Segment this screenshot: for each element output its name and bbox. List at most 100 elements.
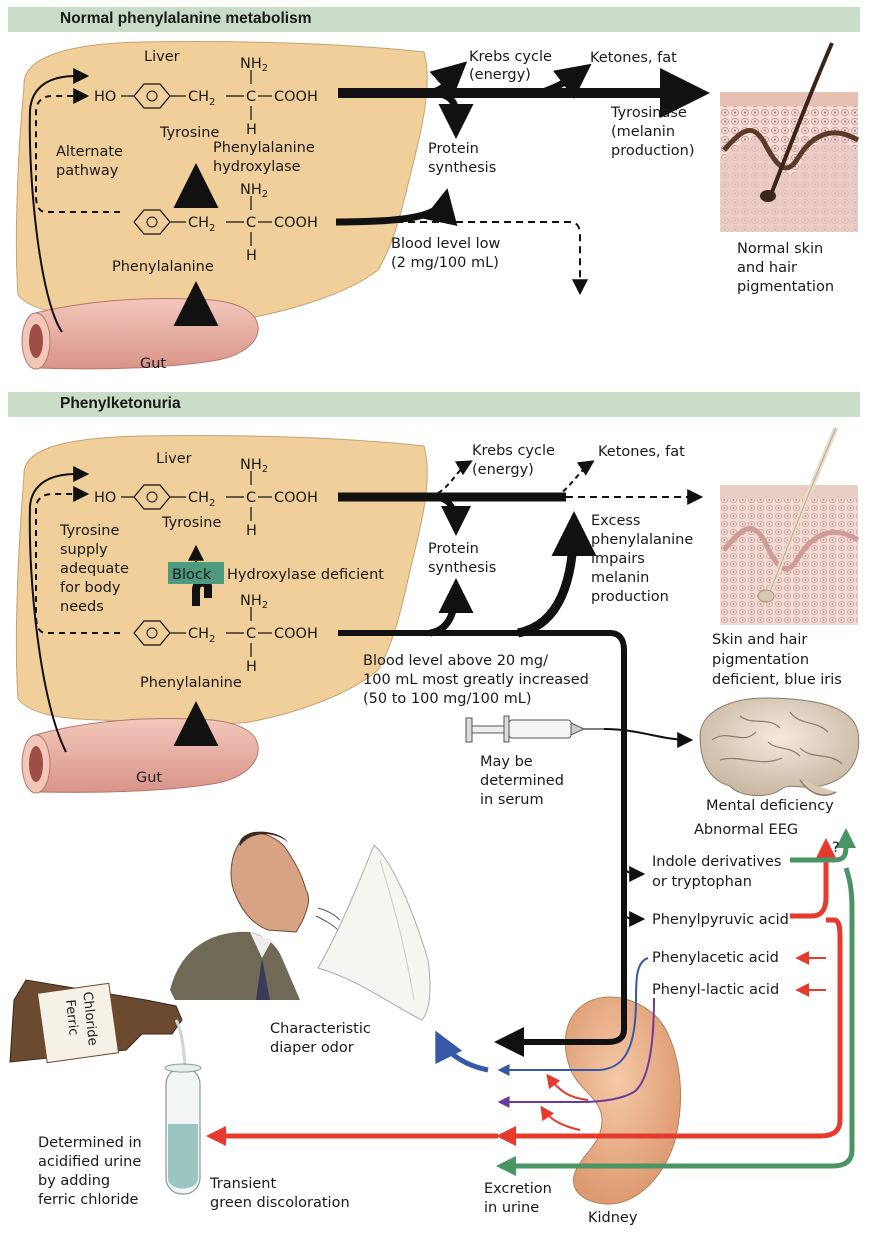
question-label: ? [832, 840, 840, 856]
ketones-label: Ketones, fat [598, 444, 685, 460]
ketones-label: Ketones, fat [590, 50, 677, 66]
ch2-label: CH2 [188, 490, 215, 509]
nh2-label: NH2 [240, 593, 268, 611]
c-label: C [246, 89, 256, 105]
skin-label-1: Skin and hair [712, 632, 807, 648]
syringe-illustration [465, 715, 605, 743]
diaper-label-1: Characteristic [270, 1021, 371, 1037]
ch2-label: CH2 [188, 626, 215, 645]
tyrosine-supply-4: for body [60, 580, 121, 596]
blood-label-2: 100 mL most greatly increased [363, 672, 589, 688]
tyrosinase-label-3: production) [611, 143, 695, 159]
serum-label-3: in serum [480, 792, 544, 808]
tyrosine-label: Tyrosine [161, 515, 221, 531]
brain-illustration [699, 697, 860, 796]
blood-label-2: (2 mg/100 mL) [391, 255, 499, 271]
ho-label: HO [94, 89, 116, 105]
protein-label-1: Protein [428, 541, 479, 557]
phenylacetic-label: Phenylacetic acid [652, 950, 779, 966]
phenylalanine-label: Phenylalanine [112, 259, 214, 275]
tyrosine-supply-2: supply [60, 542, 108, 558]
blood-label-3: (50 to 100 mg/100 mL) [363, 691, 532, 707]
ferric-label-1: Ferric [62, 999, 81, 1036]
cooh-label: COOH [274, 89, 318, 105]
cooh-label: COOH [274, 215, 318, 231]
tyrosine-supply-3: adequate [60, 561, 129, 577]
normal-chemistry: HO CH2 C COOH NH2 H CH2 C COOH NH2 H [94, 56, 318, 264]
normal-section-header: Normal phenylalanine metabolism [8, 7, 860, 32]
liver-label: Liver [156, 451, 192, 467]
liver-top [15, 40, 428, 321]
determined-urine-2: acidified urine [38, 1154, 141, 1170]
skin-label-2: and hair [737, 260, 797, 276]
tyrosinase-label-2: (melanin [611, 124, 675, 140]
protein-label-2: synthesis [428, 160, 496, 176]
diaper-label-2: diaper odor [270, 1040, 354, 1056]
nh2-label: NH2 [240, 182, 268, 200]
excess-label-2: phenylalanine [591, 532, 693, 548]
pku-black-arrows [28, 460, 704, 1057]
h-label: H [246, 248, 257, 264]
cooh-label: COOH [274, 490, 318, 506]
excretion-label-1: Excretion [484, 1181, 552, 1197]
liver-label: Liver [144, 49, 180, 65]
serum-label-1: May be [480, 754, 533, 770]
determined-urine-1: Determined in [38, 1135, 142, 1151]
skin-label-2: pigmentation [712, 652, 809, 668]
ferric-label-2: Chloride [79, 991, 100, 1046]
pku-section-header: Phenylketonuria [8, 392, 860, 417]
ch2-label: CH2 [188, 89, 215, 108]
excretion-label-2: in urine [484, 1200, 539, 1216]
blood-label-1: Blood level above 20 mg/ [363, 653, 548, 669]
enzyme-label-1: Phenylalanine [213, 140, 315, 156]
normal-labels: Liver Tyrosine Phenylalanine hydroxylase… [56, 49, 834, 372]
pku-labels: Liver Tyrosine Hydroxylase deficient Tyr… [38, 443, 842, 1226]
pku-skin-illustration [720, 427, 860, 625]
tyrosine-label: Tyrosine [159, 125, 219, 141]
protein-label-2: synthesis [428, 560, 496, 576]
diaper-illustration [317, 844, 431, 1021]
krebs-label-2: (energy) [472, 462, 534, 478]
urine-pathway-arrows [206, 828, 856, 1176]
ch2-label: CH2 [188, 215, 215, 234]
c-label: C [246, 626, 256, 642]
man-illustration [170, 831, 341, 1000]
krebs-label-2: (energy) [469, 67, 531, 83]
determined-urine-4: ferric chloride [38, 1192, 139, 1208]
mental-label: Mental deficiency [706, 798, 834, 814]
blood-label-1: Blood level low [391, 236, 501, 252]
excess-label-3: impairs [591, 551, 645, 567]
h-label: H [246, 523, 257, 539]
alternate-label-1: Alternate [56, 144, 123, 160]
normal-arrows [28, 61, 710, 333]
block-label: Block [172, 567, 212, 583]
excess-label-1: Excess [591, 513, 641, 529]
phenyllactic-label: Phenyl-lactic acid [652, 982, 779, 998]
krebs-label-1: Krebs cycle [472, 443, 555, 459]
determined-urine-3: by adding [38, 1173, 110, 1189]
normal-skin-illustration [720, 42, 860, 232]
skin-label-3: deficient, blue iris [712, 672, 842, 688]
cooh-label: COOH [274, 626, 318, 642]
protein-label-1: Protein [428, 141, 479, 157]
alternate-label-2: pathway [56, 163, 119, 179]
tyrosine-supply-1: Tyrosine [59, 523, 119, 539]
normal-section-title: Normal phenylalanine metabolism [60, 10, 312, 27]
serum-label-2: determined [480, 773, 564, 789]
krebs-label-1: Krebs cycle [469, 49, 552, 65]
h-label: H [246, 122, 257, 138]
transient-label-2: green discoloration [210, 1195, 350, 1211]
excess-label-5: production [591, 589, 669, 605]
hydroxylase-label: Hydroxylase deficient [227, 567, 384, 583]
kidney-label: Kidney [588, 1210, 638, 1226]
c-label: C [246, 490, 256, 506]
ho-label: HO [94, 490, 116, 506]
nh2-label: NH2 [240, 56, 268, 74]
pku-chemistry: HO CH2 C COOH NH2 H CH2 C COOH NH2 H [94, 457, 318, 675]
gut-label: Gut [136, 770, 162, 786]
test-tube [164, 1063, 202, 1195]
excess-label-4: melanin [591, 570, 649, 586]
ferric-chloride-bottle [9, 979, 188, 1081]
